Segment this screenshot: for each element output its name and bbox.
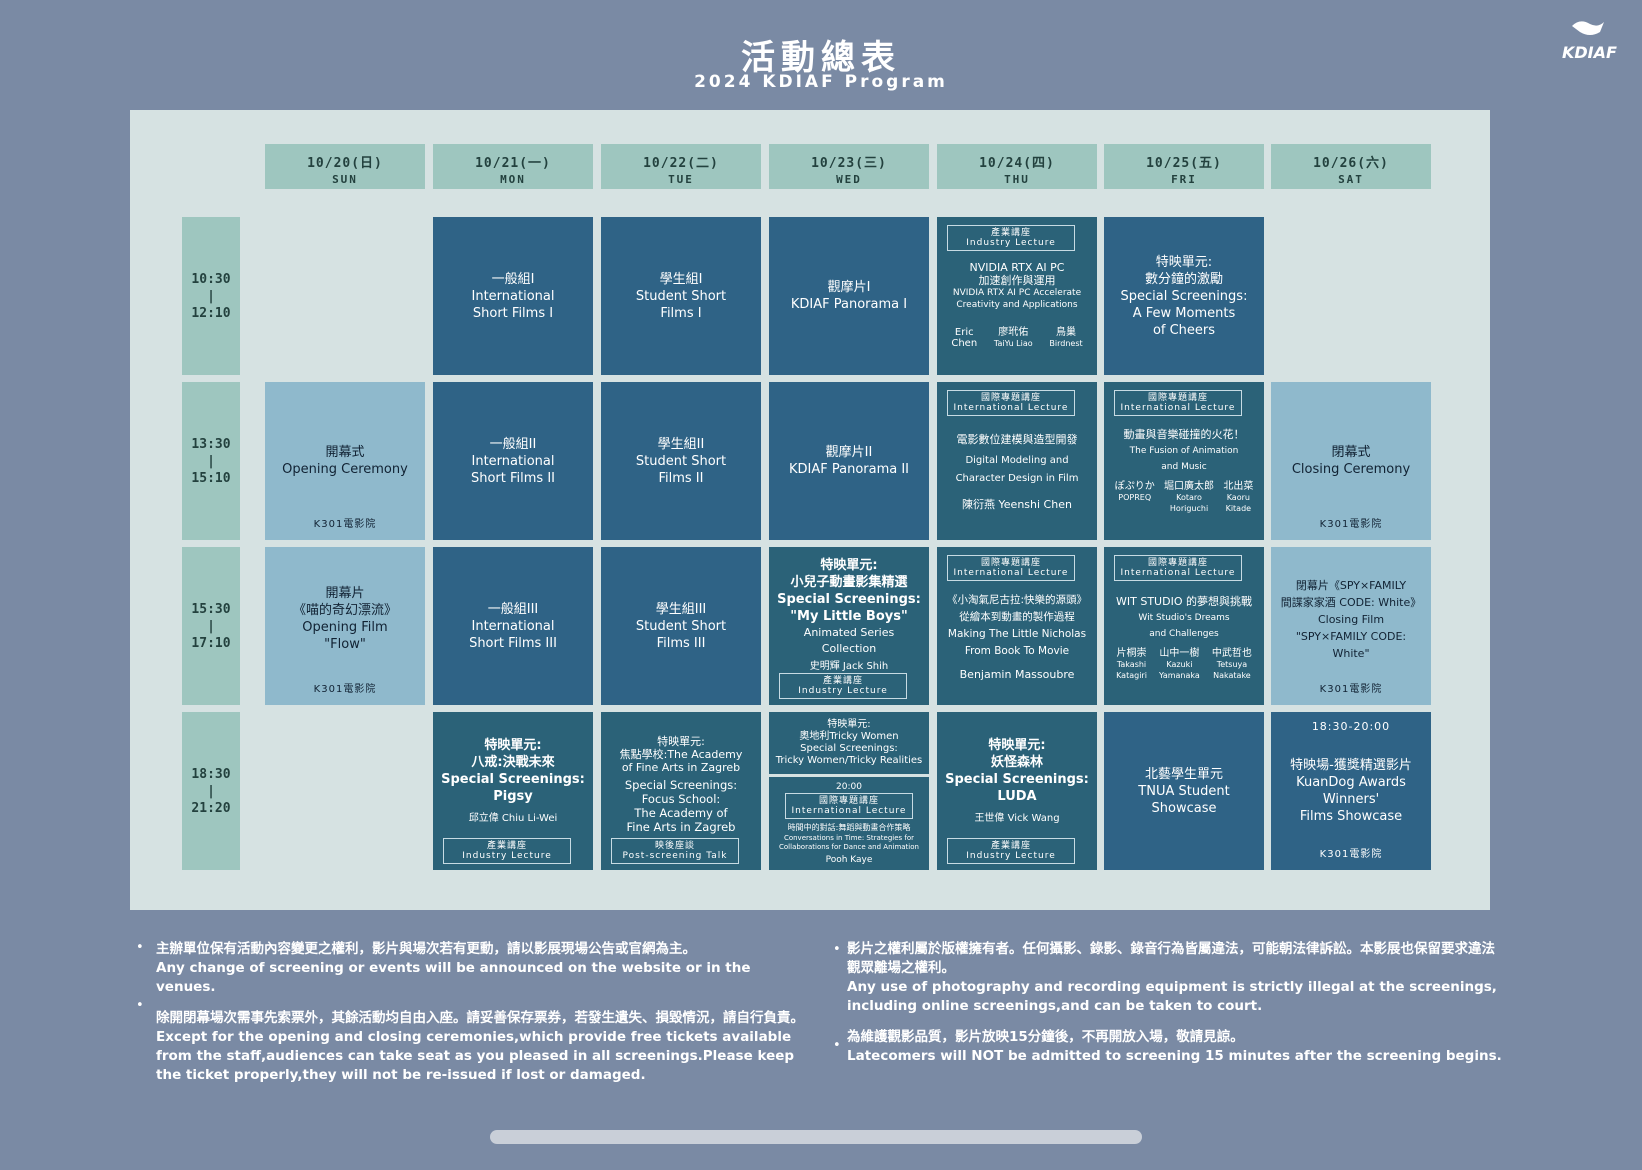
- horizontal-scrollbar[interactable]: [490, 1130, 1142, 1144]
- event-mon-2[interactable]: 一般組II International Short Films II: [433, 382, 593, 540]
- day-header-thu: 10/24(四)THU: [937, 144, 1097, 189]
- note-text: Except for the opening and closing cerem…: [156, 1029, 795, 1083]
- page-subtitle: 2024 KDIAF Program: [694, 72, 948, 92]
- event-wed-4b[interactable]: 20:00 國際專題講座 International Lecture 時間中的對…: [769, 777, 929, 870]
- event-tue-1[interactable]: 學生組I Student Short Films I: [601, 217, 761, 375]
- day-header-mon: 10/21(一)MON: [433, 144, 593, 189]
- industry-lecture-tag: 產業講座 Industry Lecture: [779, 673, 907, 699]
- event-sat-3[interactable]: 閉幕片《SPY×FAMILY 間諜家家酒 CODE: White》 Closin…: [1271, 547, 1431, 705]
- note-text: 為維護觀影品質，影片放映15分鐘後，不再開放入場，敬請見諒。: [847, 1029, 1244, 1045]
- industry-lecture-tag: 產業講座 Industry Lecture: [947, 225, 1075, 251]
- note-text: 除開閉幕場次需事先索票外，其餘活動均自由入座。請妥善保存票券，若發生遺失、損毀情…: [156, 1010, 804, 1026]
- time-slot-3: 15:30|17:10: [182, 547, 240, 705]
- international-lecture-tag: 國際專題講座 International Lecture: [947, 390, 1075, 416]
- page-title: 活動總表: [741, 38, 901, 78]
- event-wed-3[interactable]: 特映單元: 小兒子動畫影集精選 Special Screenings: "My …: [769, 547, 929, 705]
- event-fri-3[interactable]: 國際專題講座 International Lecture WIT STUDIO …: [1104, 547, 1264, 705]
- post-screening-tag: 映後座談 Post-screening Talk: [611, 838, 739, 864]
- notes-right: 影片之權利屬於版權擁有者。任何攝影、錄影、錄音行為皆屬違法，可能朝法律訴訟。本影…: [847, 940, 1507, 1078]
- time-slot-1: 10:30|12:10: [182, 217, 240, 375]
- time-slot-2: 13:30|15:10: [182, 382, 240, 540]
- bullet-icon: •: [833, 942, 841, 957]
- event-fri-2[interactable]: 國際專題講座 International Lecture 動畫與音樂碰撞的火花！…: [1104, 382, 1264, 540]
- event-fri-4[interactable]: 北藝學生單元 TNUA Student Showcase: [1104, 712, 1264, 870]
- industry-lecture-tag: 產業講座 Industry Lecture: [947, 838, 1075, 864]
- event-mon-4[interactable]: 特映單元: 八戒:決戰未來 Special Screenings: Pigsy …: [433, 712, 593, 870]
- event-sun-2[interactable]: 開幕式 Opening Ceremony K301電影院: [265, 382, 425, 540]
- venue-label: K301電影院: [313, 684, 377, 695]
- event-fri-1[interactable]: 特映單元: 數分鐘的激勵 Special Screenings: A Few M…: [1104, 217, 1264, 375]
- time-slot-4: 18:30|21:20: [182, 712, 240, 870]
- event-wed-2[interactable]: 觀摩片II KDIAF Panorama II: [769, 382, 929, 540]
- event-time-label: 18:30-20:00: [1311, 720, 1391, 733]
- event-tue-4[interactable]: 特映單元: 焦點學校:The Academy of Fine Arts in Z…: [601, 712, 761, 870]
- international-lecture-tag: 國際專題講座 International Lecture: [947, 555, 1075, 581]
- note-text: Latecomers will NOT be admitted to scree…: [847, 1048, 1502, 1064]
- kdiaf-logo: KDIAF: [1558, 14, 1624, 64]
- event-thu-2[interactable]: 國際專題講座 International Lecture 電影數位建模與造型開發…: [937, 382, 1097, 540]
- industry-lecture-tag: 產業講座 Industry Lecture: [443, 838, 571, 864]
- event-mon-1[interactable]: 一般組I International Short Films I: [433, 217, 593, 375]
- international-lecture-tag: 國際專題講座 International Lecture: [785, 793, 913, 819]
- day-header-fri: 10/25(五)FRI: [1104, 144, 1264, 189]
- note-text: Any change of screening or events will b…: [156, 960, 751, 995]
- event-thu-4[interactable]: 特映單元: 妖怪森林 Special Screenings: LUDA 王世偉 …: [937, 712, 1097, 870]
- venue-label: K301電影院: [1319, 684, 1383, 695]
- international-lecture-tag: 國際專題講座 International Lecture: [1114, 555, 1242, 581]
- event-sat-4[interactable]: 18:30-20:00 特映場-獲獎精選影片 KuanDog Awards Wi…: [1271, 712, 1431, 870]
- venue-label: K301電影院: [1319, 519, 1383, 530]
- note-text: 影片之權利屬於版權擁有者。任何攝影、錄影、錄音行為皆屬違法，可能朝法律訴訟。本影…: [847, 941, 1495, 976]
- venue-label: K301電影院: [1319, 849, 1383, 860]
- note-text: 主辦單位保有活動內容變更之權利，影片與場次若有更動，請以影展現場公告或官網為主。: [156, 941, 696, 957]
- day-header-sat: 10/26(六)SAT: [1271, 144, 1431, 189]
- international-lecture-tag: 國際專題講座 International Lecture: [1114, 390, 1242, 416]
- bullet-icon: •: [833, 1038, 841, 1053]
- event-sun-3[interactable]: 開幕片 《喵的奇幻漂流》 Opening Film "Flow" K301電影院: [265, 547, 425, 705]
- day-header-wed: 10/23(三)WED: [769, 144, 929, 189]
- event-tue-2[interactable]: 學生組II Student Short Films II: [601, 382, 761, 540]
- day-header-tue: 10/22(二)TUE: [601, 144, 761, 189]
- svg-text:KDIAF: KDIAF: [1562, 43, 1617, 62]
- event-wed-1[interactable]: 觀摩片I KDIAF Panorama I: [769, 217, 929, 375]
- notes-left: 主辦單位保有活動內容變更之權利，影片與場次若有更動，請以影展現場公告或官網為主。…: [156, 940, 806, 1097]
- bullet-icon: •: [136, 998, 144, 1013]
- note-text: Any use of photography and recording equ…: [847, 979, 1497, 1014]
- event-wed-4a[interactable]: 特映單元: 奧地利Tricky Women Special Screenings…: [769, 712, 929, 774]
- event-thu-1[interactable]: 產業講座 Industry Lecture NVIDIA RTX AI PC 加…: [937, 217, 1097, 375]
- event-mon-3[interactable]: 一般組III International Short Films III: [433, 547, 593, 705]
- day-header-sun: 10/20(日)SUN: [265, 144, 425, 189]
- bullet-icon: •: [136, 940, 144, 955]
- event-thu-3[interactable]: 國際專題講座 International Lecture 《小淘氣尼古拉:快樂的…: [937, 547, 1097, 705]
- event-tue-3[interactable]: 學生組III Student Short Films III: [601, 547, 761, 705]
- event-sat-2[interactable]: 閉幕式 Closing Ceremony K301電影院: [1271, 382, 1431, 540]
- venue-label: K301電影院: [313, 519, 377, 530]
